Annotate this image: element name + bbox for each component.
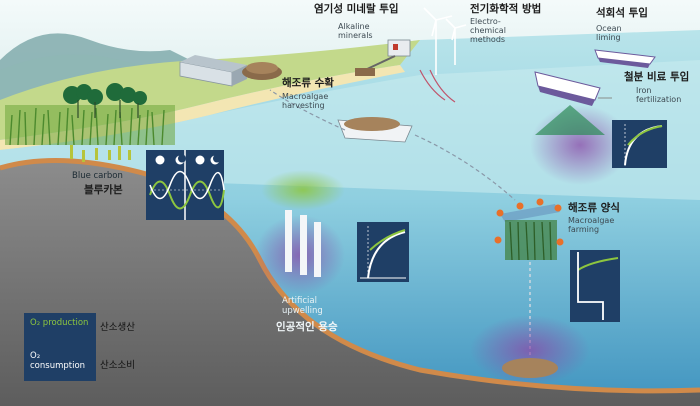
label-upwelling-en: Artificial upwelling <box>282 296 323 316</box>
farming-transport-path <box>414 134 516 201</box>
label-alkaline-ko: 염기성 미네랄 투입 <box>314 3 399 15</box>
label-iron-ko: 철분 비료 투입 <box>624 71 690 83</box>
label-liming-en: Ocean liming <box>596 24 622 43</box>
seafloor <box>0 160 700 406</box>
upwelling-pipes <box>285 210 321 277</box>
legend-o2-consumption: O₂ consumption <box>30 351 86 371</box>
electrochemical-discharge <box>419 69 456 103</box>
label-alkaline-en: Alkaline minerals <box>338 22 373 41</box>
label-bluecarbon-en: Blue carbon <box>72 171 123 181</box>
legend-box <box>24 313 96 381</box>
iron-panel <box>612 120 667 168</box>
sunk-algae-pile <box>502 358 558 378</box>
wind-turbines <box>423 7 467 75</box>
mineral-plant <box>179 55 282 87</box>
label-electro-ko: 전기화학적 방법 <box>470 3 542 15</box>
label-harvest-en: Macroalgae harvesting <box>282 92 329 111</box>
iron-plume <box>535 105 605 135</box>
upwelling-panel <box>357 222 409 282</box>
farm-seafloor-glow <box>470 315 590 385</box>
label-electro-en: Electro- chemical methods <box>470 17 506 45</box>
label-liming-ko: 석회석 투입 <box>596 7 648 19</box>
alkaline-minerals-facility <box>355 39 411 76</box>
iron-ship <box>534 71 612 106</box>
seagrass-bed <box>5 83 175 162</box>
label-upwelling-ko: 인공적인 용승 <box>276 321 338 333</box>
label-farming-en: Macroalgae farming <box>568 216 615 235</box>
harvest-transport-path <box>269 89 346 131</box>
legend-o2-production: O₂ production <box>30 318 89 328</box>
label-farming-ko: 해조류 양식 <box>568 202 620 214</box>
macroalgae-farm <box>494 198 564 261</box>
upwelling-green-glow <box>261 170 345 210</box>
farming-panel <box>570 250 620 322</box>
legend-o2-production-ko: 산소생산 <box>100 322 135 333</box>
liming-ship <box>594 49 656 68</box>
label-iron-en: Iron fertilization <box>636 86 682 105</box>
label-bluecarbon-ko: 블루카본 <box>84 184 123 196</box>
harvest-boat <box>337 117 413 143</box>
bluecarbon-panel <box>146 150 225 220</box>
label-harvest-ko: 해조류 수확 <box>282 77 334 89</box>
legend-o2-consumption-ko: 산소소비 <box>100 360 135 371</box>
